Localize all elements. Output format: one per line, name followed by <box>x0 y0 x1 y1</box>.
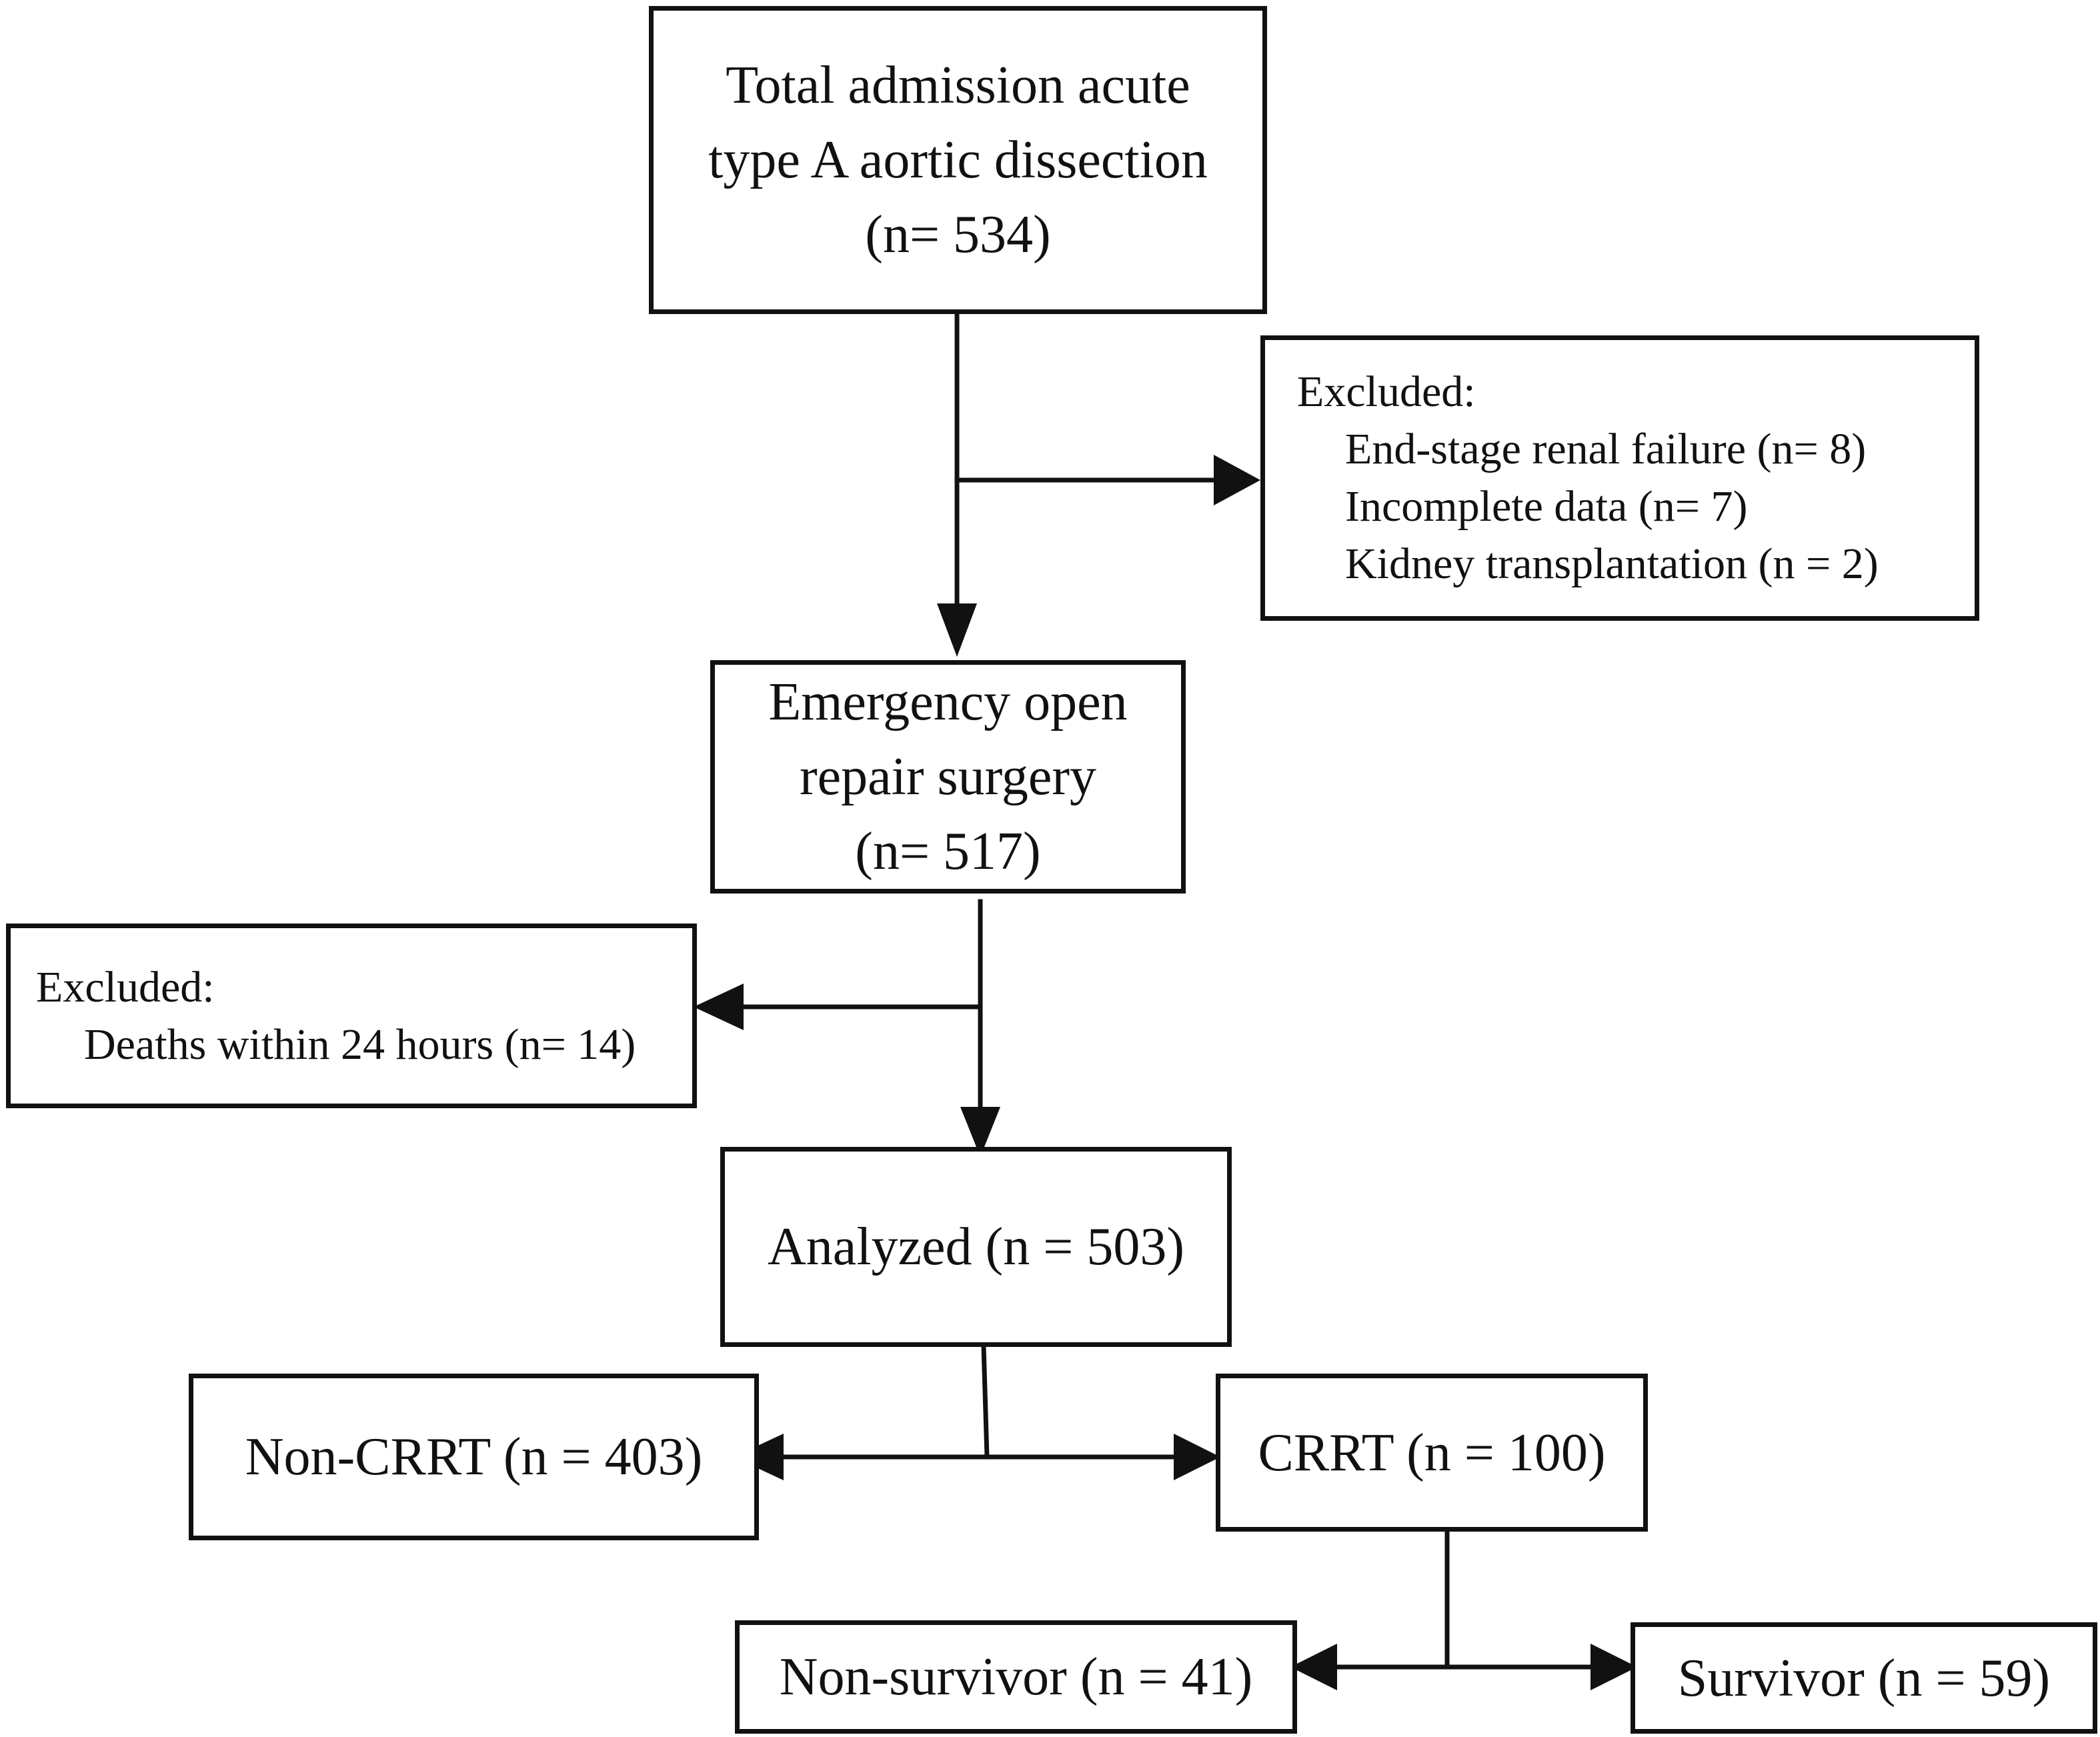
non-crrt-label: Non-CRRT (n = 403) <box>245 1428 703 1486</box>
emergency-surgery-line-1: Emergency open <box>768 673 1128 731</box>
emergency-surgery-box: Emergency open repair surgery (n= 517) <box>710 660 1186 894</box>
total-admission-count: (n= 534) <box>865 205 1051 264</box>
arrowhead-to-excluded-1 <box>1214 455 1260 505</box>
total-admission-line-1: Total admission acute <box>726 56 1190 115</box>
analyzed-box: Analyzed (n = 503) <box>720 1147 1232 1347</box>
excluded-item-incomplete-data: Incomplete data (n= 7) <box>1345 482 1748 531</box>
excluded-item-deaths-24h: Deaths within 24 hours (n= 14) <box>84 1020 636 1069</box>
survivor-box: Survivor (n = 59) <box>1631 1622 2097 1734</box>
total-admission-line-2: type A aortic dissection <box>708 131 1208 189</box>
total-admission-box: Total admission acute type A aortic diss… <box>649 6 1267 314</box>
excluded-item-kidney-transplant: Kidney transplantation (n = 2) <box>1345 539 1879 588</box>
excluded-heading: Excluded: <box>1297 367 1476 416</box>
emergency-surgery-count: (n= 517) <box>855 822 1041 881</box>
emergency-surgery-line-2: repair surgery <box>800 747 1096 806</box>
arrowhead-to-analyzed <box>960 1107 1000 1157</box>
analyzed-label: Analyzed (n = 503) <box>768 1218 1184 1276</box>
excluded-box-renal: Excluded: End-stage renal failure (n= 8)… <box>1260 335 1979 621</box>
arrowhead-to-surgery <box>937 603 977 657</box>
connector-analyzed-stem <box>981 1344 990 1460</box>
crrt-label: CRRT (n = 100) <box>1258 1423 1606 1482</box>
excluded-item-renal-failure: End-stage renal failure (n= 8) <box>1345 425 1867 473</box>
excluded-heading: Excluded: <box>36 962 215 1012</box>
arrowhead-to-survivor <box>1591 1644 1637 1690</box>
non-crrt-box: Non-CRRT (n = 403) <box>189 1374 759 1540</box>
arrowhead-to-excluded-2 <box>694 984 744 1030</box>
arrowhead-to-crrt <box>1174 1434 1220 1480</box>
survivor-label: Survivor (n = 59) <box>1677 1648 2051 1708</box>
crrt-box: CRRT (n = 100) <box>1216 1374 1648 1532</box>
excluded-box-deaths: Excluded: Deaths within 24 hours (n= 14) <box>6 924 697 1108</box>
non-survivor-label: Non-survivor (n = 41) <box>779 1648 1253 1706</box>
arrowhead-to-non-survivor <box>1290 1644 1337 1690</box>
non-survivor-box: Non-survivor (n = 41) <box>735 1620 1297 1734</box>
